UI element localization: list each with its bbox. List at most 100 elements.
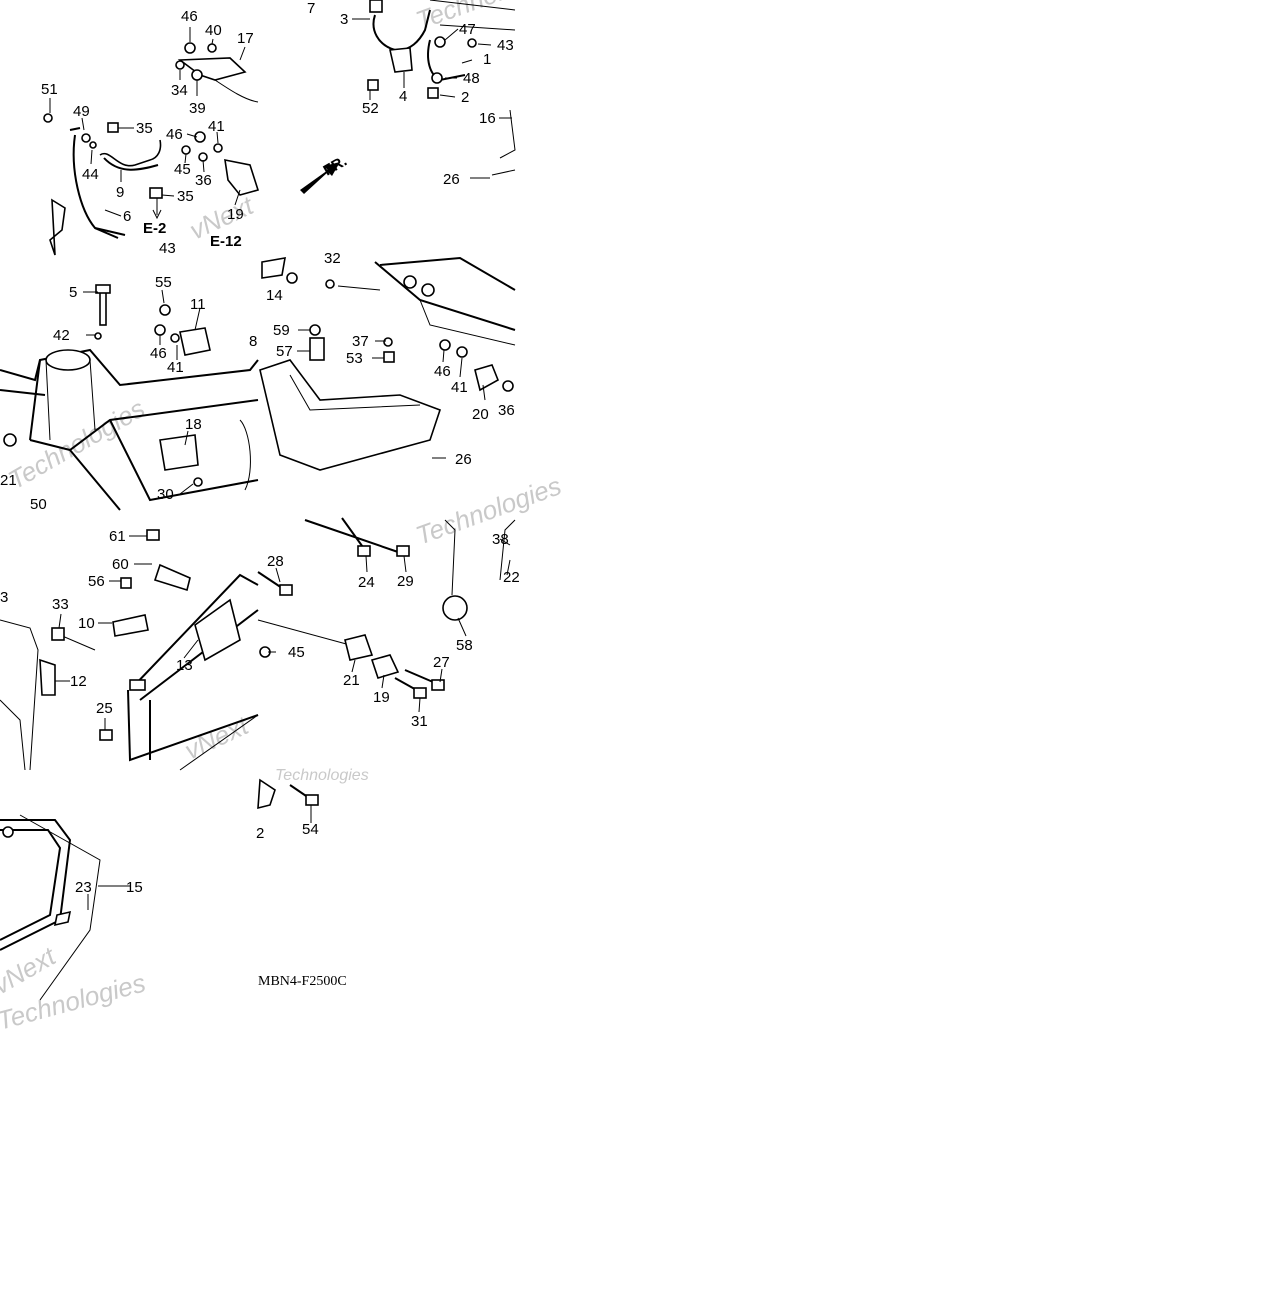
part-label: 51 [41,81,58,98]
bracket-10 [112,614,149,637]
part-label: 36 [195,172,212,189]
part-label: 45 [174,161,191,178]
skid-plate [259,359,442,471]
part-label: 38 [492,531,509,548]
drawing-code: MBN4-F2500C [258,974,347,989]
part-label: 35 [136,120,153,137]
part-label: 53 [346,350,363,367]
part-label: 43 [159,240,176,257]
part-label: 60 [112,556,129,573]
part-label: 22 [503,569,520,586]
part-label: 4 [399,88,407,105]
front-direction-arrow [300,162,340,194]
part-label: 46 [166,126,183,143]
frame-rail [374,256,516,331]
part-label: 35 [177,188,194,205]
part-label: 58 [456,637,473,654]
part-label: 56 [88,573,105,590]
part-label: 14 [266,287,283,304]
bracket-18 [159,434,199,471]
part-label: 47 [459,21,476,38]
part-label: 6 [123,208,131,225]
tile-main-frame [0,284,259,511]
part-label: 46 [434,363,451,380]
part-label: 34 [171,82,188,99]
bracket-19 [224,158,260,196]
part-label: 25 [96,700,113,717]
part-label: 55 [155,274,172,291]
bracket-4 [389,47,413,73]
part-label: 8 [249,333,257,350]
part-label: 23 [75,879,92,896]
tile-mounting-bolts [257,517,516,699]
bracket-21 [344,634,374,661]
part-label: 20 [472,406,489,423]
part-label: 26 [443,171,460,188]
part-label: 2 [461,89,469,106]
part-label: 12 [70,673,87,690]
part-label: 7 [307,0,315,17]
part-label: 33 [52,596,69,613]
part-label: 48 [463,70,480,87]
part-label: 41 [167,359,184,376]
part-label: 61 [109,528,126,545]
part-label: 52 [362,100,379,117]
bolt-60 [153,563,191,592]
part-label: 31 [411,713,428,730]
bolt-24-29 [304,517,399,553]
part-label: 50 [30,496,47,513]
part-label: 13 [176,657,193,674]
part-label: 9 [116,184,124,201]
part-label: 2 [256,825,264,842]
part-label: 16 [479,110,496,127]
frame-spar [29,348,259,441]
bolt-5 [99,289,107,326]
part-label: 26 [455,451,472,468]
part-label: 24 [358,574,375,591]
part-label: 49 [73,103,90,120]
part-label: 19 [227,206,244,223]
part-label: 10 [78,615,95,632]
bracket-12 [39,658,56,696]
part-label: 59 [273,322,290,339]
part-label: 29 [397,573,414,590]
part-label: 30 [157,486,174,503]
part-label: 36 [498,402,515,419]
watermark-text: Technologies [412,0,565,36]
part-label: 17 [237,30,254,47]
part-label: 11 [190,296,206,313]
leader-lines [49,18,512,910]
watermark-text: vNext [180,709,255,765]
part-label: 39 [189,100,206,117]
part-label: 28 [267,553,284,570]
part-label: 27 [433,654,450,671]
direction-label: FR. [321,153,350,180]
part-label: 18 [185,416,202,433]
part-label: 42 [53,327,70,344]
part-label: 3 [0,589,8,606]
part-label: 1 [483,51,491,68]
tile-guard [0,778,319,1001]
bracket-20 [474,364,500,392]
drain-bolt-57 [309,337,325,361]
part-label: 44 [82,166,99,183]
part-label: 57 [276,343,293,360]
bracket-19b [370,654,400,679]
part-label: 21 [343,672,360,689]
watermark-text: Technologies [275,767,369,784]
steering-head [45,349,91,371]
watermark-text: Technologies [412,470,565,550]
part-label: 5 [69,284,77,301]
tile-subframe [0,529,259,771]
part-label: 21 [0,472,17,489]
subframe-rail-13 [129,573,259,701]
part-label: 15 [126,879,143,896]
part-label: 41 [208,118,225,135]
part-label: 37 [352,333,369,350]
clamp-58 [442,595,468,621]
reference-label: E-2 [143,220,166,237]
guard-15 [0,819,72,951]
part-label: 41 [451,379,468,396]
part-label: 46 [150,345,167,362]
